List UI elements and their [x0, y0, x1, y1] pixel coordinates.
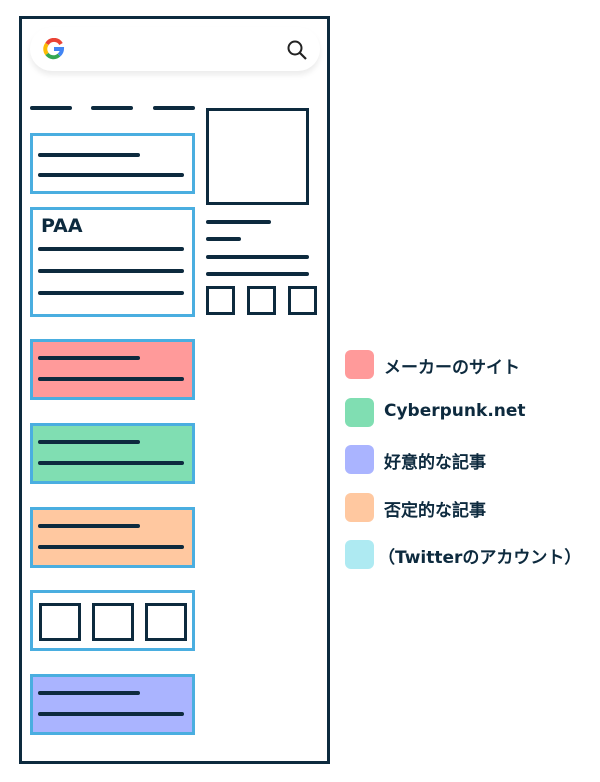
- legend-swatch-twitter: [345, 540, 374, 569]
- search-bar[interactable]: [30, 27, 320, 71]
- paa-card: PAA: [30, 207, 195, 317]
- knowledge-line: [206, 237, 241, 241]
- phone-frame: [19, 16, 330, 764]
- legend-swatch-manufacturer: [345, 350, 374, 379]
- knowledge-panel-image: [206, 108, 309, 205]
- google-logo-icon: [43, 38, 65, 60]
- paa-label: PAA: [41, 215, 83, 237]
- knowledge-line: [206, 255, 309, 259]
- knowledge-thumb: [288, 286, 317, 315]
- tab-line: [153, 106, 195, 110]
- knowledge-thumb: [206, 286, 235, 315]
- tab-line: [30, 106, 72, 110]
- legend-label: メーカーのサイト: [384, 358, 520, 378]
- tab-line: [91, 106, 133, 110]
- legend-swatch-positive: [345, 445, 374, 474]
- knowledge-line: [206, 220, 271, 224]
- image-row-card: [30, 590, 195, 651]
- manufacturer-site-card: [30, 339, 195, 400]
- knowledge-line: [206, 272, 309, 276]
- negative-article-card: [30, 507, 195, 568]
- cyberpunk-net-card: [30, 423, 195, 484]
- legend-label: 好意的な記事: [384, 453, 486, 473]
- legend-swatch-cyberpunk: [345, 398, 374, 427]
- legend-label: 否定的な記事: [384, 501, 486, 521]
- result-card: [30, 133, 195, 194]
- positive-article-card: [30, 674, 195, 735]
- legend-label: （Twitterのアカウント）: [378, 548, 582, 568]
- legend-swatch-negative: [345, 493, 374, 522]
- legend-label: Cyberpunk.net: [384, 401, 526, 421]
- search-icon[interactable]: [286, 39, 308, 61]
- knowledge-thumb: [247, 286, 276, 315]
